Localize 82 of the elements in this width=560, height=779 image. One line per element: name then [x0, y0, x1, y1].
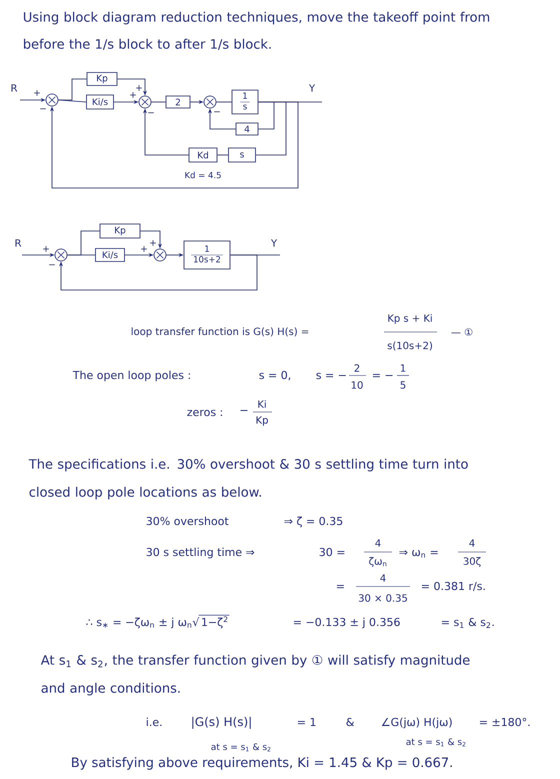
equation: |G(s) H(s)|	[192, 716, 251, 729]
numerator: 4	[375, 539, 381, 547]
sign-label: +	[43, 246, 49, 252]
summing-junction	[154, 248, 166, 262]
block-box: 1 10s+2	[184, 240, 230, 270]
equation: 30 =	[320, 548, 344, 556]
summing-junction	[46, 94, 58, 106]
summing-junction	[54, 248, 68, 262]
numerator: 4	[380, 574, 386, 582]
numerator: Kp s + Ki	[388, 314, 432, 324]
text-line: zeros :	[187, 410, 222, 416]
equation: s = −	[316, 372, 346, 380]
sign-label: −	[214, 111, 220, 112]
gain-value: Kd = 4.5	[185, 172, 221, 178]
text-line: 30% overshoot	[146, 516, 228, 526]
equation: = 0.381 r/s.	[422, 582, 485, 592]
signal-label: R	[16, 239, 22, 247]
text-line: 30 s settling time ⇒	[146, 548, 254, 558]
denominator: 30ζ	[464, 557, 481, 567]
equation: s = 0,	[259, 370, 290, 380]
connector-line	[67, 230, 100, 256]
text-paragraph: At s$_{1}$ & s$_{2}$, the transfer function given by ① will satisfy magnitude and angle conditions.	[40, 654, 470, 696]
denominator: s(10s+2)	[388, 342, 432, 350]
sign-label: +	[150, 240, 156, 246]
block-box: 2	[166, 96, 190, 108]
text-line: i.e.	[146, 718, 162, 726]
equation: −	[240, 410, 248, 411]
numerator: Ki	[258, 400, 266, 408]
sign-label: +	[130, 92, 136, 98]
equation: = s$_{1}$ & s$_{2}$.	[442, 618, 494, 628]
equation-number: — ①	[451, 328, 472, 336]
equation: &	[346, 718, 354, 726]
sign-label: −	[49, 264, 55, 266]
sign-label: +	[34, 90, 40, 96]
block-box: Kd	[188, 148, 218, 162]
question-text: Using block diagram reduction techniques, move the takeoff point from before the 1/s block to after 1/s block.	[24, 12, 490, 50]
block-box: 4	[236, 122, 258, 136]
summing-junction	[138, 96, 152, 108]
signal-label: R	[12, 84, 18, 92]
connector-line	[256, 102, 286, 156]
denominator: 30 × 0.35	[358, 594, 407, 602]
block-box: Ki/s	[95, 248, 125, 262]
equation: ∴ s$_{∗}$ = −ζω$_{n}$ ± j ω$_{n}$√	[86, 617, 200, 628]
connector-line	[217, 154, 228, 156]
denominator: 5	[400, 381, 406, 389]
equation: =	[336, 585, 344, 588]
block-box: Ki/s	[86, 94, 114, 110]
summing-junction	[204, 96, 216, 108]
equation: 1−ζ$^{2}$	[202, 616, 228, 628]
connector-line	[258, 102, 274, 130]
numerator: 1	[400, 364, 406, 372]
signal-label: Y	[270, 239, 278, 247]
equation: = −	[372, 374, 393, 378]
equation: ∠G(jω) H(jω)	[382, 718, 452, 728]
arrow	[50, 102, 298, 188]
sign-label: +	[141, 246, 147, 252]
equation: = 1	[298, 718, 316, 726]
sign-label: −	[148, 112, 154, 114]
denominator: Kp	[256, 416, 268, 426]
text-line: By satisfying above requirements, Ki = 1.45 & Kp = 0.667.	[72, 757, 452, 770]
denominator: 10	[352, 381, 363, 389]
equation: ⇒ ω$_{n}$ =	[399, 550, 438, 558]
text-paragraph: The specifications i.e. 30% overshoot & 30 s settling time turn into closed loop pole locations as below.	[28, 458, 468, 500]
block-box: s	[228, 148, 256, 162]
condition-note: at s = s$_{1}$ & s$_{2}$	[406, 738, 466, 746]
numerator: 4	[469, 539, 475, 547]
signal-label: Y	[308, 84, 316, 92]
equation: = −0.133 ± j 0.356	[294, 618, 400, 628]
equation: ⇒ ζ = 0.35	[284, 516, 342, 528]
equation: = ±180°.	[480, 718, 530, 726]
arrow	[58, 254, 258, 290]
text-line: The open loop poles :	[72, 370, 190, 382]
numerator: 2	[354, 364, 360, 372]
denominator: ζω$_{n}$	[369, 557, 386, 567]
connector-line	[58, 78, 87, 100]
block-box: Kp	[86, 72, 118, 86]
sign-label: −	[40, 108, 46, 110]
sign-label: +	[136, 85, 142, 91]
text-line: loop transfer function is G(s) H(s) =	[132, 327, 308, 338]
condition-note: at s = s$_{1}$ & s$_{2}$	[211, 743, 270, 752]
block-box: Kp	[100, 224, 140, 238]
block-box: 1 s	[232, 90, 258, 114]
